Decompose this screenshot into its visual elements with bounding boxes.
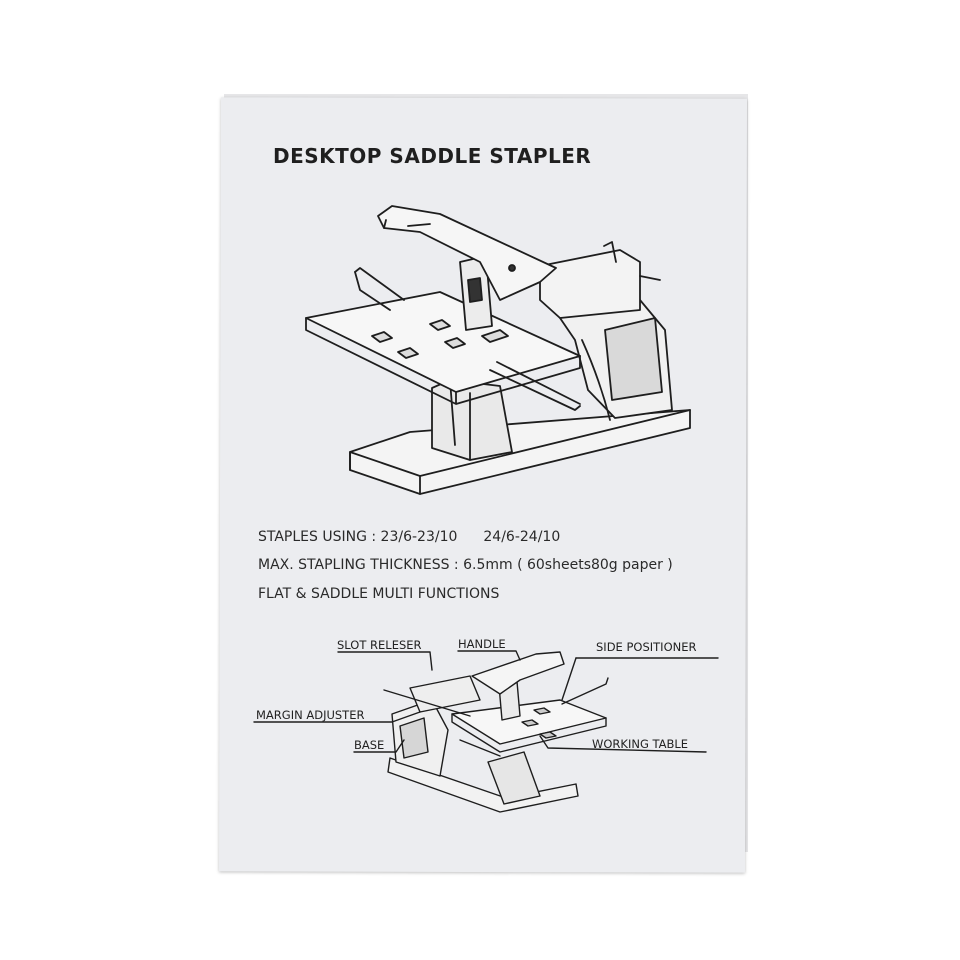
functions-spec: FLAT & SADDLE MULTI FUNCTIONS — [258, 586, 500, 602]
label-handle: HANDLE — [458, 637, 506, 651]
label-slot-releser: SLOT RELESER — [337, 638, 422, 652]
document-title: DESKTOP SADDLE STAPLER — [273, 144, 592, 168]
label-side-positioner: SIDE POSITIONER — [596, 640, 697, 654]
label-margin-adjuster: MARGIN ADJUSTER — [256, 708, 365, 722]
label-working-table: WORKING TABLE — [592, 737, 689, 751]
thickness-spec: MAX. STAPLING THICKNESS : 6.5mm ( 60shee… — [258, 557, 673, 573]
staples-spec-primary: STAPLES USING : 23/6-23/10 — [258, 529, 458, 545]
staples-spec-secondary: 24/6-24/10 — [483, 529, 561, 545]
staples-spec: STAPLES USING : 23/6-23/10 24/6-24/10 — [258, 529, 560, 545]
label-base: BASE — [354, 738, 385, 752]
